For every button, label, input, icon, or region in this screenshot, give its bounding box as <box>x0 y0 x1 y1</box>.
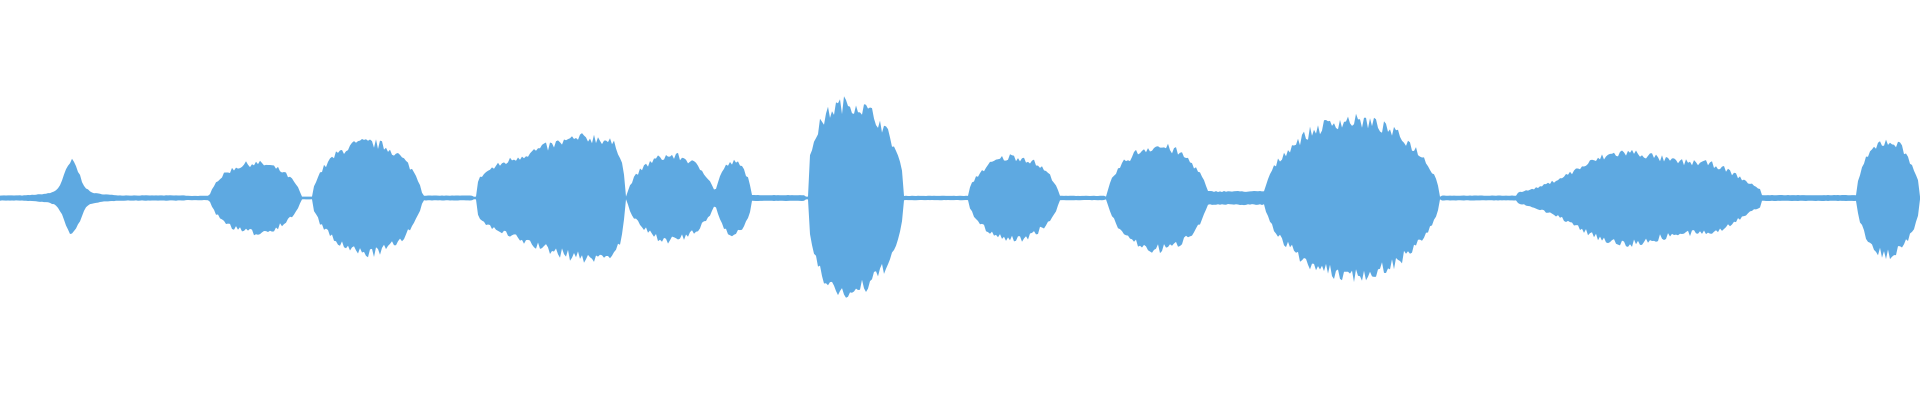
waveform-envelope <box>0 96 1920 298</box>
